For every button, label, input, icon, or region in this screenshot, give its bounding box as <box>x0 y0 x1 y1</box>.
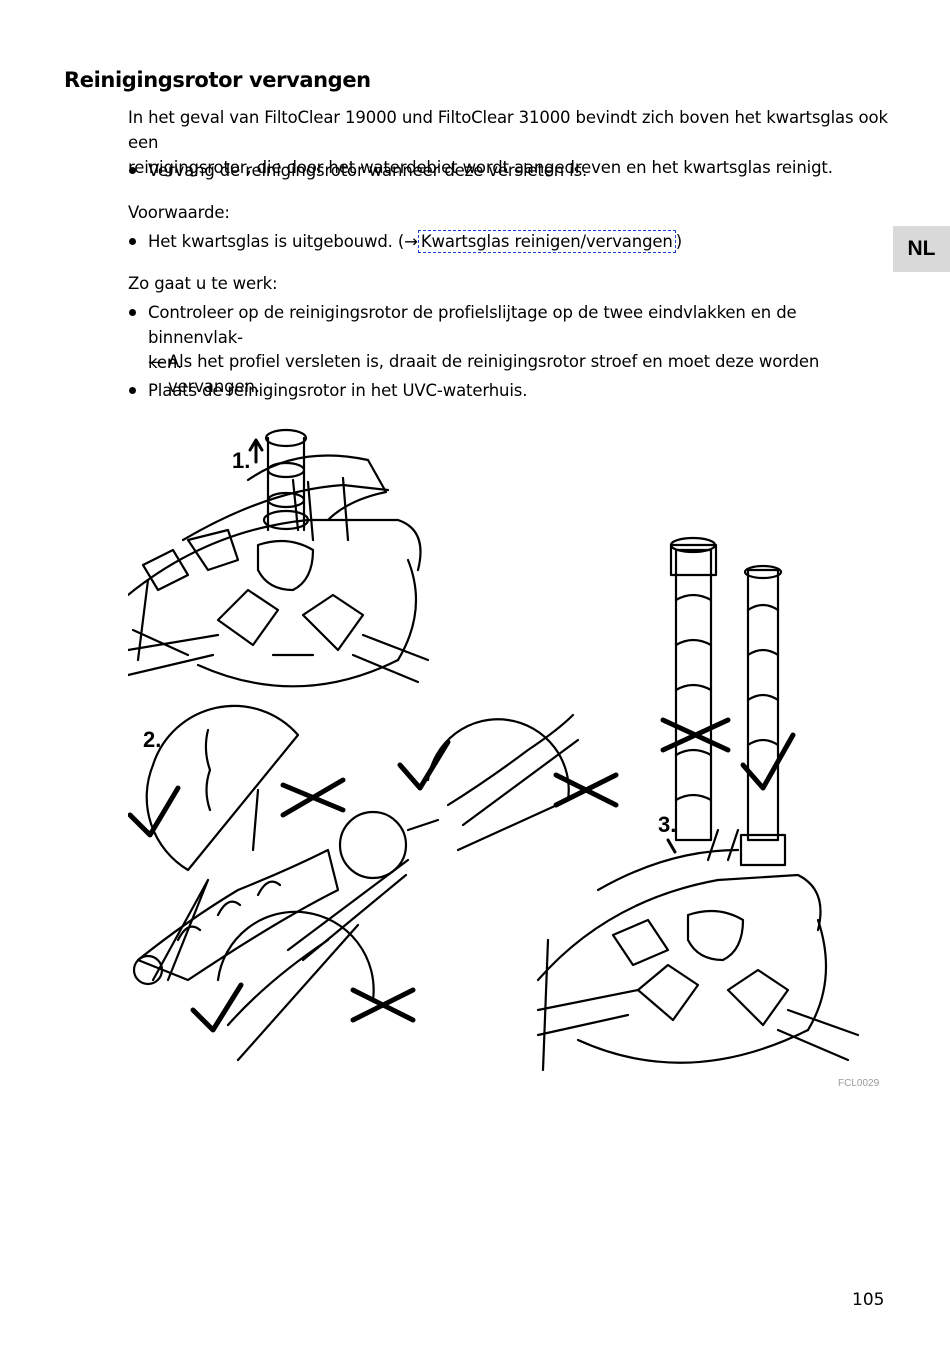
wear-detail-drawing <box>132 704 580 1062</box>
precondition-text: Het kwartsglas is uitgebouwd. (→ <box>148 232 418 251</box>
intro-line-2: reinigingsrotor, die door het waterdebie… <box>128 158 833 177</box>
step1-sub-item: Als het profiel versleten is, draait de … <box>148 349 908 399</box>
kwartsglas-link[interactable]: Kwartsglas reinigen/vervangen <box>417 230 676 253</box>
precondition-label: Voorwaarde: <box>128 203 230 222</box>
step2-label: 2. <box>143 727 161 752</box>
step3-label: 3. <box>658 812 676 837</box>
bullet-replace: Vervang de reinigingsrotor wanneer deze … <box>128 158 893 183</box>
new-rotor-drawing <box>739 564 787 867</box>
figure-code: FCL0029 <box>838 1078 880 1089</box>
step2-text: Plaats de reinigingsrotor in het UVC-wat… <box>148 381 528 400</box>
bullet-precondition: Het kwartsglas is uitgebouwd. (→Kwartsgl… <box>128 229 893 254</box>
rotor-illustration: 1. 2. <box>128 428 860 1072</box>
bullet-step-2: Plaats de reinigingsrotor in het UVC-wat… <box>128 378 893 403</box>
step1-line-1: Controleer op de reinigingsrotor de prof… <box>148 303 797 347</box>
housing-step1-drawing <box>128 428 430 688</box>
language-tab: NL <box>893 226 950 272</box>
intro-line-1: In het geval van FiltoClear 19000 und Fi… <box>128 108 888 152</box>
intro-paragraph: In het geval van FiltoClear 19000 und Fi… <box>128 105 888 180</box>
step1-sub-text: Als het profiel versleten is, draait de … <box>168 352 820 396</box>
precondition-close: ) <box>675 232 683 251</box>
housing-step3-drawing <box>536 828 860 1072</box>
section-heading: Reinigingsrotor vervangen <box>64 68 371 92</box>
old-rotor-drawing <box>669 536 718 842</box>
step1-label: 1. <box>232 448 250 473</box>
page-number: 105 <box>852 1290 885 1310</box>
bullet-replace-text: Vervang de reinigingsrotor wanneer deze … <box>148 161 588 180</box>
steps-label: Zo gaat u te werk: <box>128 274 278 293</box>
